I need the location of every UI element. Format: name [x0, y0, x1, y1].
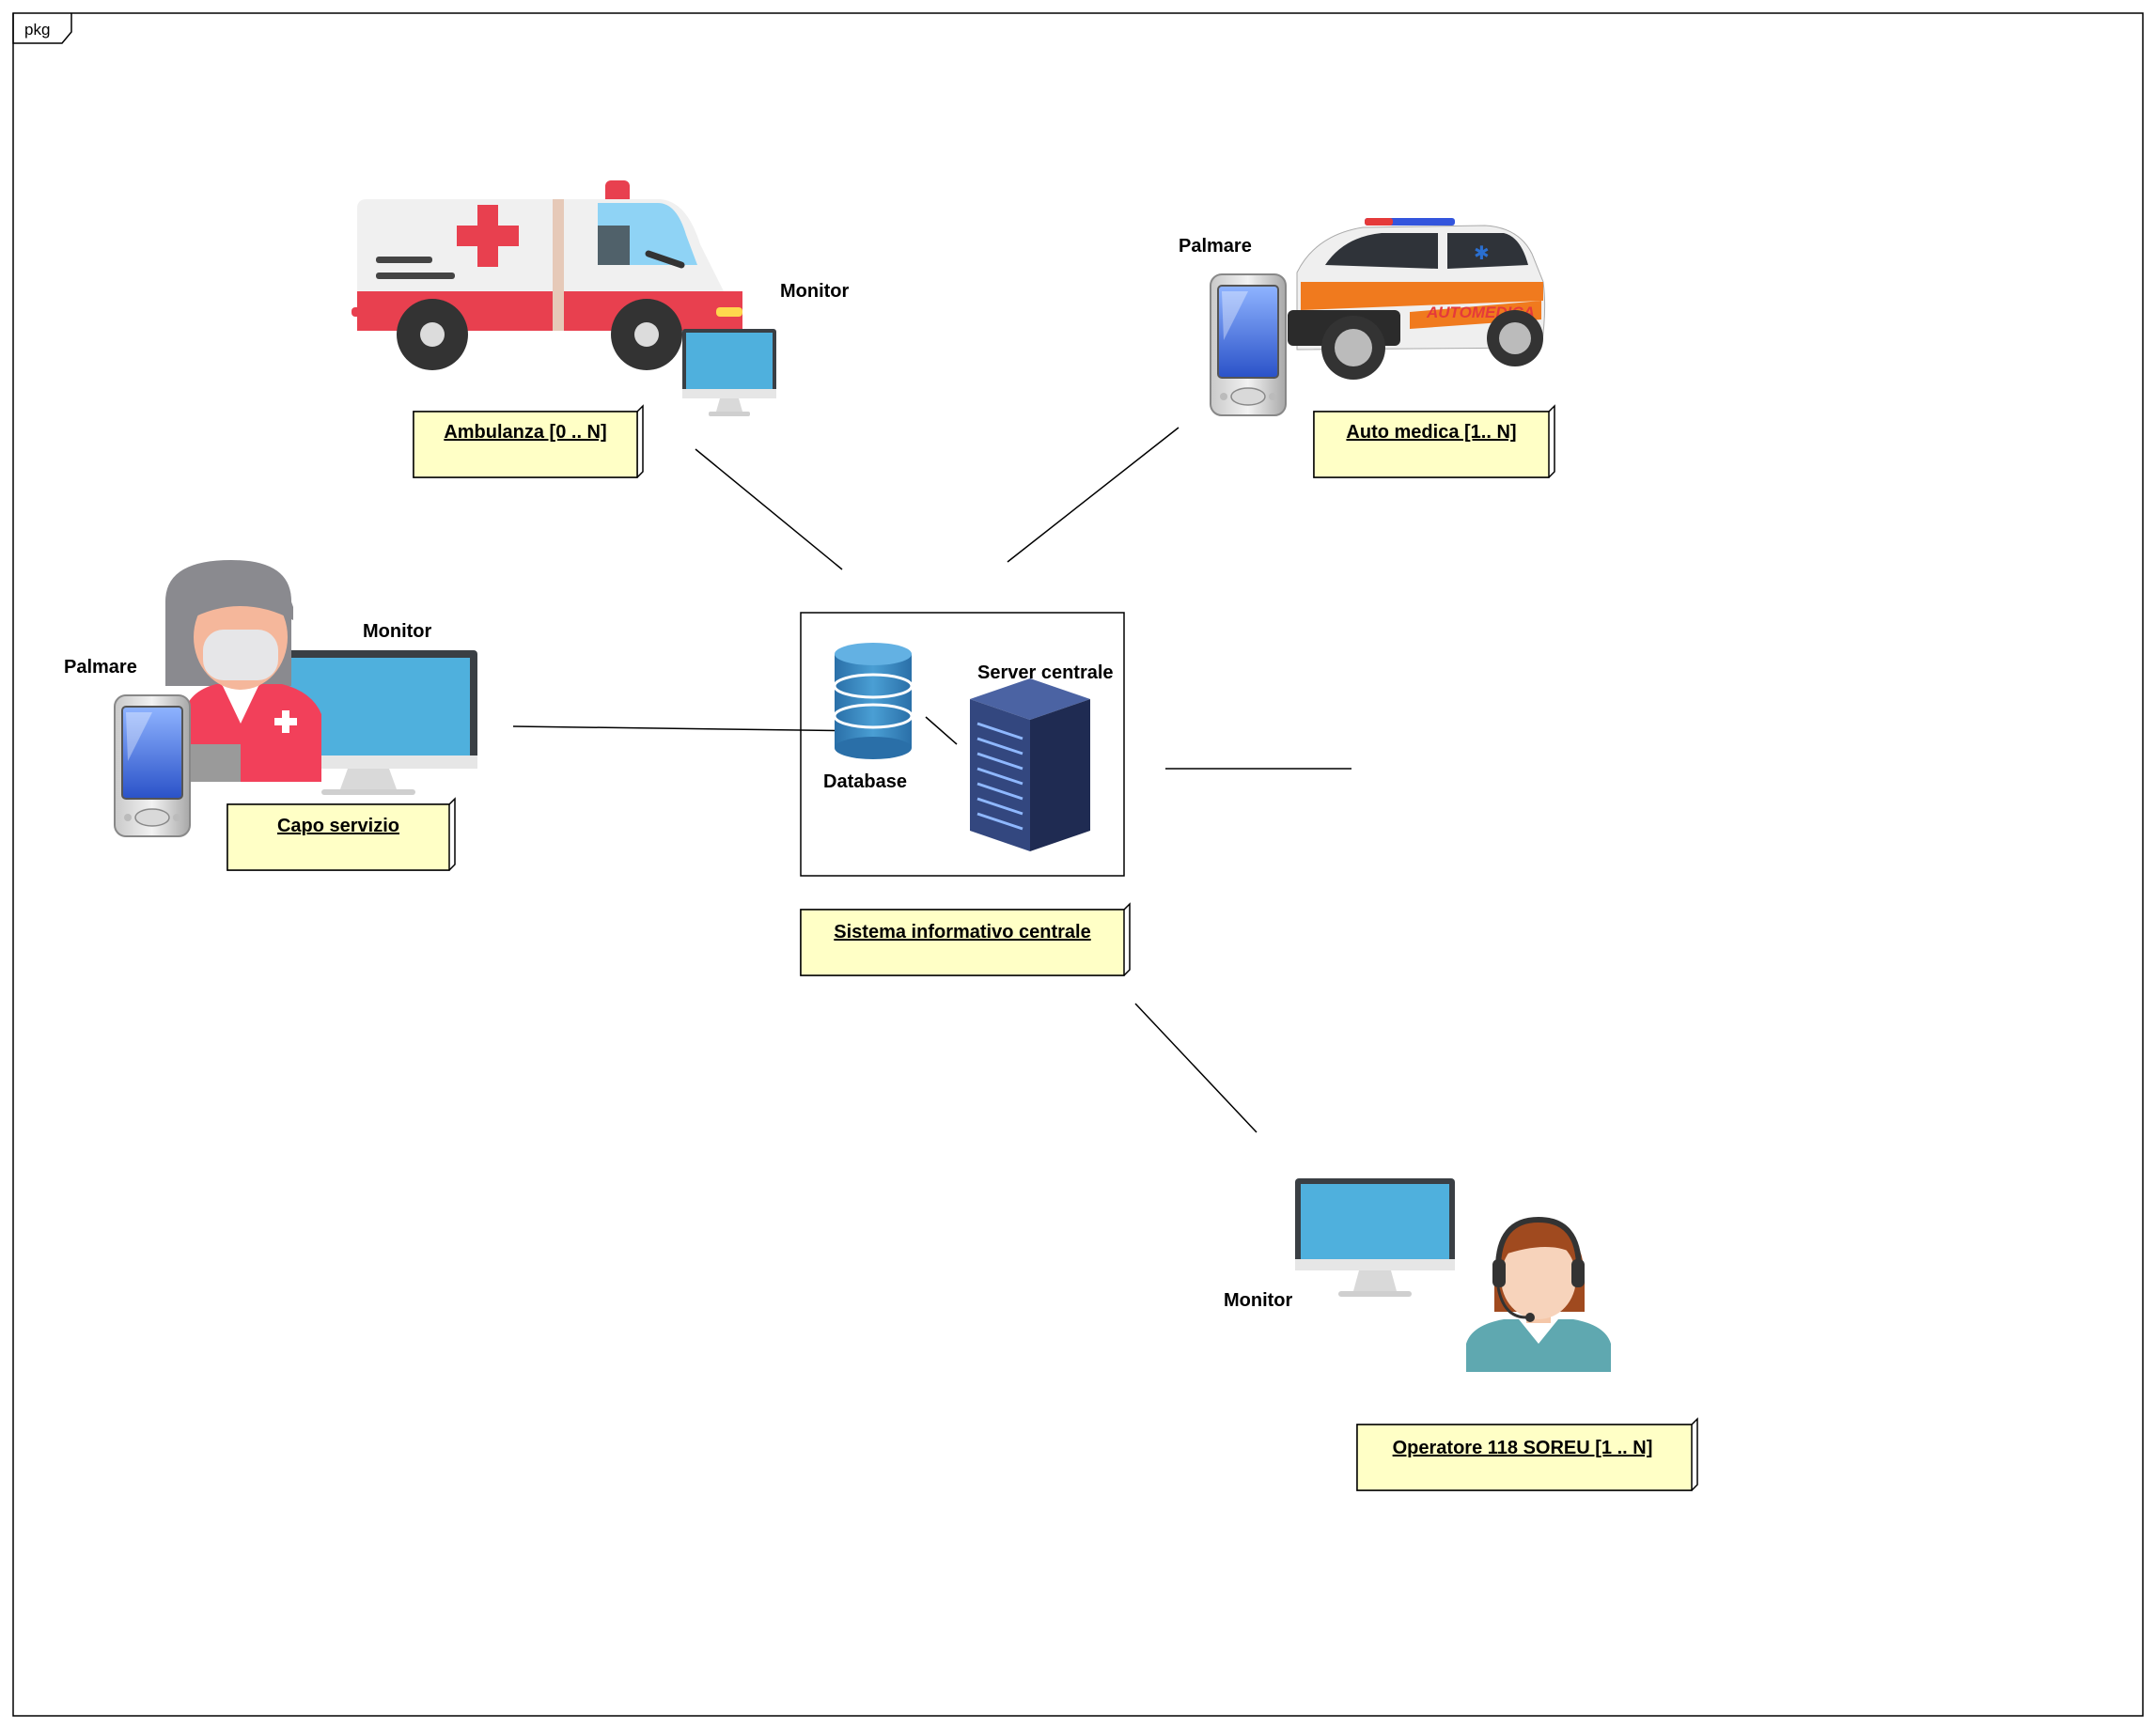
ambulance-icon	[352, 180, 742, 370]
medical-car-icon: AUTOMEDICA ✱	[1288, 218, 1546, 380]
link-capo	[512, 725, 869, 732]
capo-palmare-label: Palmare	[64, 657, 137, 678]
automedica-palmare-label: Palmare	[1179, 236, 1252, 257]
node-sistema-label: Sistema informativo centrale	[834, 922, 1090, 942]
central-system-boundary	[800, 612, 1125, 877]
ambulance-monitor-label: Monitor	[780, 281, 850, 302]
node-operatore-118[interactable]: Operatore 118 SOREU [1 .. N]	[1356, 1417, 1698, 1491]
package-frame	[12, 12, 2144, 1717]
paramedic-icon	[165, 560, 321, 782]
node-ambulanza[interactable]: Ambulanza [0 .. N]	[413, 404, 644, 478]
ambulance-monitor-icon	[682, 329, 776, 416]
server-label: Server centrale	[977, 662, 1114, 683]
link-db-server	[925, 716, 958, 745]
node-ambulanza-label: Ambulanza [0 .. N]	[444, 422, 606, 443]
link-operatore	[1134, 1003, 1258, 1133]
node-capo-servizio[interactable]: Capo servizio	[227, 797, 456, 871]
node-automedica[interactable]: Auto medica [1.. N]	[1313, 404, 1555, 478]
package-tab	[12, 13, 72, 44]
capo-palmare-icon	[114, 694, 191, 837]
link-automedica	[1007, 427, 1180, 563]
package-tag: pkg	[24, 21, 50, 39]
server-icon	[970, 678, 1090, 851]
operatore-monitor-icon	[1295, 1178, 1455, 1297]
capo-monitor-label: Monitor	[363, 621, 432, 642]
database-icon	[833, 643, 914, 759]
node-automedica-label: Auto medica [1.. N]	[1346, 422, 1516, 443]
operator-headset-icon	[1466, 1216, 1611, 1372]
node-operatore-label: Operatore 118 SOREU [1 .. N]	[1393, 1438, 1653, 1458]
link-ambulanza	[695, 448, 843, 570]
database-label: Database	[823, 771, 907, 792]
operatore-monitor-label: Monitor	[1224, 1290, 1293, 1311]
connections	[512, 427, 1351, 1133]
star-of-life-icon: ✱	[1474, 241, 1490, 264]
node-capo-label: Capo servizio	[277, 816, 399, 836]
automedica-palmare-icon	[1210, 273, 1287, 416]
node-sistema-informativo[interactable]: Sistema informativo centrale	[800, 902, 1131, 976]
